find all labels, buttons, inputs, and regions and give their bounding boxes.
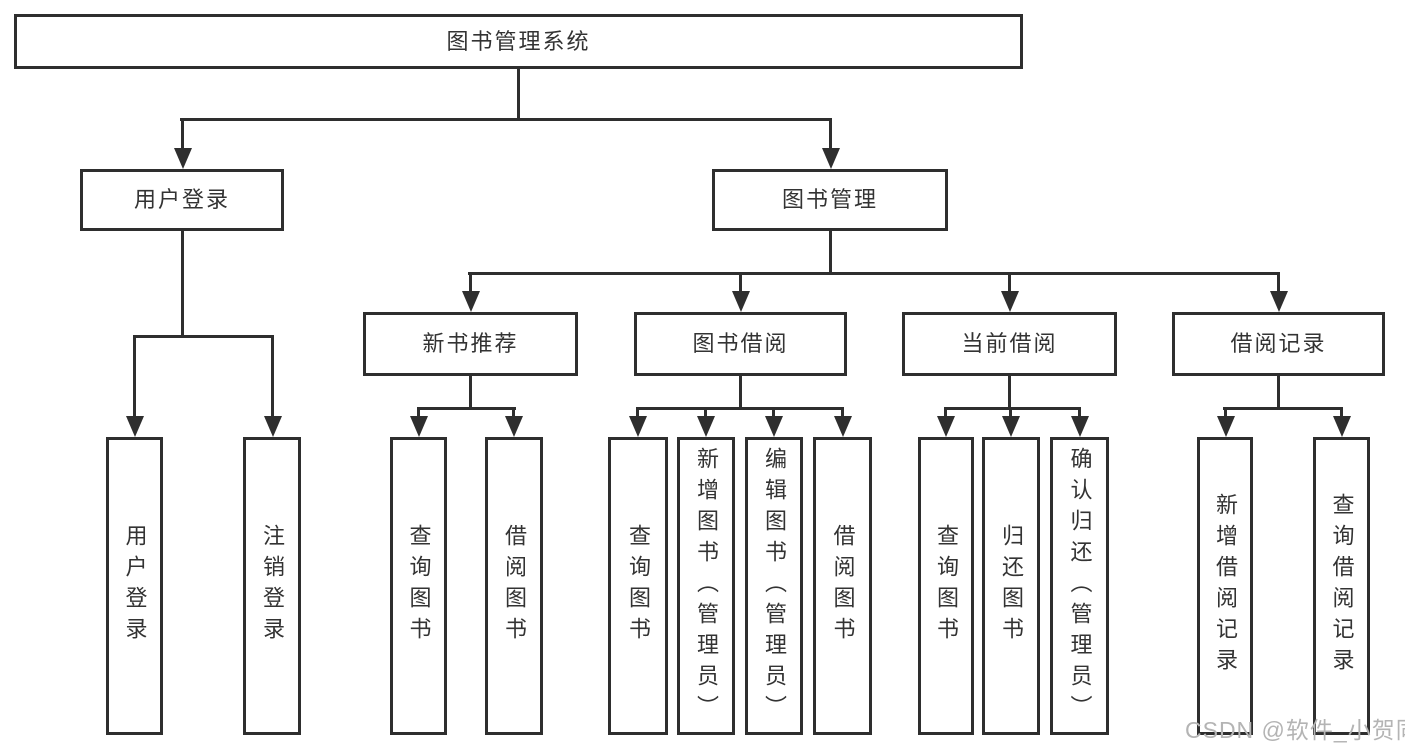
connector-line — [517, 69, 520, 120]
connector-line — [1078, 407, 1081, 420]
arrow-down-icon — [505, 416, 523, 437]
node-current-borrow: 当前借阅 — [902, 312, 1117, 376]
arrow-down-icon — [410, 416, 428, 437]
leaf-query-books-3: 查询图书 — [918, 437, 974, 735]
connector-line — [180, 118, 831, 121]
connector-line — [944, 407, 947, 420]
arrow-down-icon — [937, 416, 955, 437]
leaf-query-books-1: 查询图书 — [390, 437, 447, 735]
connector-line — [1277, 272, 1280, 294]
leaf-add-book-admin: 新增图书（管理员） — [677, 437, 735, 735]
connector-line — [1224, 407, 1227, 420]
connector-line — [469, 376, 472, 410]
connector-line — [1277, 376, 1280, 410]
connector-line — [944, 407, 1081, 410]
node-book-management: 图书管理 — [712, 169, 948, 231]
connector-line — [739, 376, 742, 410]
leaf-return-books: 归还图书 — [982, 437, 1040, 735]
connector-line — [133, 335, 136, 420]
node-borrow-records: 借阅记录 — [1172, 312, 1385, 376]
leaf-user-login: 用户登录 — [106, 437, 163, 735]
connector-line — [1008, 272, 1011, 294]
arrow-down-icon — [1001, 291, 1019, 312]
arrow-down-icon — [1002, 416, 1020, 437]
node-user-login: 用户登录 — [80, 169, 284, 231]
connector-line — [1340, 407, 1343, 420]
arrow-down-icon — [126, 416, 144, 437]
connector-line — [636, 407, 639, 420]
connector-line — [469, 272, 472, 294]
connector-line — [739, 272, 742, 294]
arrow-down-icon — [264, 416, 282, 437]
leaf-logout: 注销登录 — [243, 437, 301, 735]
arrow-down-icon — [1333, 416, 1351, 437]
arrow-down-icon — [732, 291, 750, 312]
node-new-book-recommend: 新书推荐 — [363, 312, 578, 376]
connector-line — [636, 407, 844, 410]
connector-line — [704, 407, 707, 420]
arrow-down-icon — [1071, 416, 1089, 437]
connector-line — [181, 231, 184, 337]
leaf-borrow-books-1: 借阅图书 — [485, 437, 543, 735]
arrow-down-icon — [462, 291, 480, 312]
connector-line — [1008, 376, 1011, 410]
leaf-edit-book-admin: 编辑图书（管理员） — [745, 437, 803, 735]
connector-line — [468, 272, 1280, 275]
connector-line — [417, 407, 420, 420]
connector-line — [1223, 407, 1343, 410]
leaf-query-borrow-record: 查询借阅记录 — [1313, 437, 1370, 735]
node-book-borrow: 图书借阅 — [634, 312, 847, 376]
leaf-add-borrow-record: 新增借阅记录 — [1197, 437, 1253, 735]
connector-line — [772, 407, 775, 420]
arrow-down-icon — [174, 148, 192, 169]
arrow-down-icon — [765, 416, 783, 437]
arrow-down-icon — [629, 416, 647, 437]
arrow-down-icon — [697, 416, 715, 437]
connector-line — [829, 231, 832, 275]
arrow-down-icon — [834, 416, 852, 437]
arrow-down-icon — [1270, 291, 1288, 312]
node-root: 图书管理系统 — [14, 14, 1023, 69]
connector-line — [417, 407, 516, 410]
arrow-down-icon — [1217, 416, 1235, 437]
connector-line — [841, 407, 844, 420]
connector-line — [181, 118, 184, 152]
connector-line — [271, 335, 274, 420]
leaf-confirm-return-admin: 确认归还（管理员） — [1050, 437, 1109, 735]
leaf-borrow-books-2: 借阅图书 — [813, 437, 872, 735]
leaf-query-books-2: 查询图书 — [608, 437, 668, 735]
connector-line — [829, 118, 832, 152]
connector-line — [1009, 407, 1012, 420]
connector-line — [512, 407, 515, 420]
arrow-down-icon — [822, 148, 840, 169]
csdn-watermark: CSDN @软件_小贺同学 — [1185, 717, 1405, 743]
connector-line — [133, 335, 274, 338]
